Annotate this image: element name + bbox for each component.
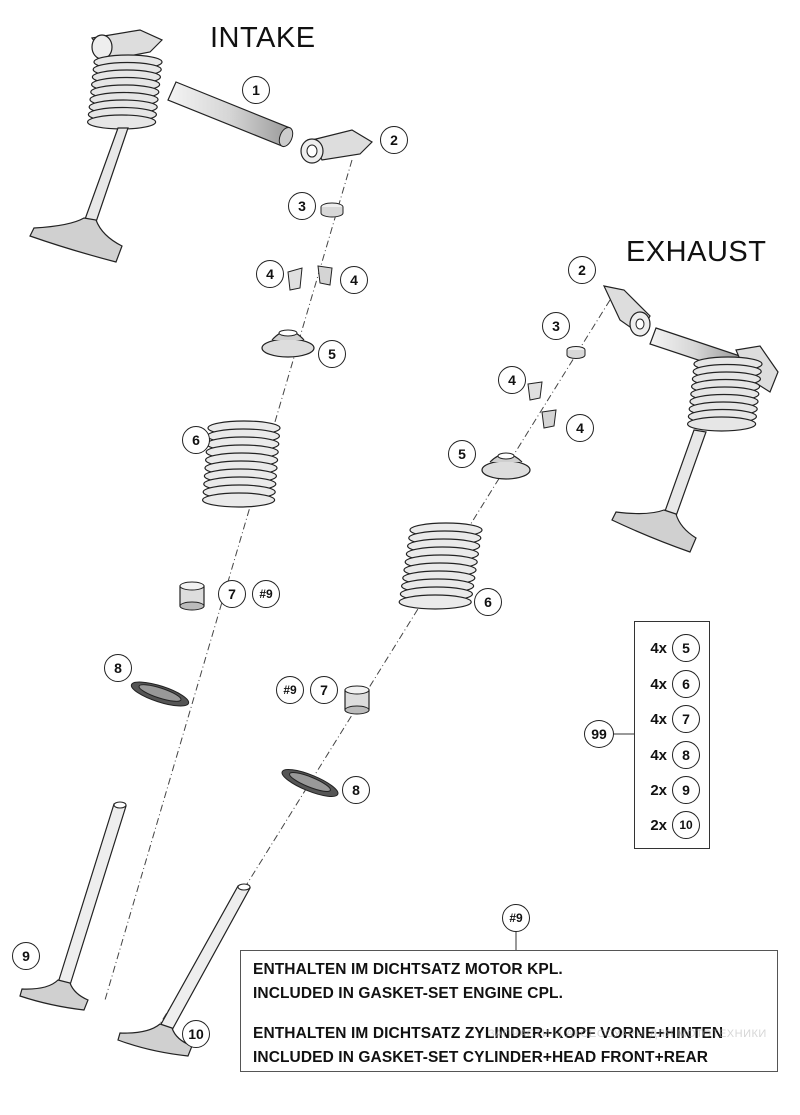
callout-exhaust-6: 6: [474, 588, 502, 616]
kit-part: 7: [672, 705, 700, 733]
note-line-3: ENTHALTEN IM DICHTSATZ ZYLINDER+KOPF VOR…: [253, 1025, 724, 1042]
intake-valve-cap: [320, 202, 344, 218]
leader-lines: [515, 733, 634, 950]
note-line-1: ENTHALTEN IM DICHTSATZ MOTOR KPL.: [253, 961, 563, 978]
gasket-note-box: ENTHALTEN IM DICHTSATZ MOTOR KPL. INCLUD…: [240, 950, 778, 1072]
callout-intake-8: 8: [104, 654, 132, 682]
callout-exhaust-3: 3: [542, 312, 570, 340]
intake-spring-seat: [130, 681, 190, 707]
kit-qty: 2x: [650, 816, 667, 834]
callout-exhaust-2: 2: [568, 256, 596, 284]
kit-row: 4x 8: [641, 741, 703, 769]
callout-intake-2: 2: [380, 126, 408, 154]
kit-part: 9: [672, 776, 700, 804]
exhaust-rocker-arm: [602, 285, 651, 337]
callout-intake-1: 1: [242, 76, 270, 104]
intake-title: INTAKE: [210, 22, 316, 54]
kit-row: 4x 7: [641, 705, 703, 733]
kit-part: 5: [672, 634, 700, 662]
callout-intake-ref9: #9: [252, 580, 280, 608]
kit-part: 6: [672, 670, 700, 698]
spring-coil: [686, 416, 757, 432]
intake-valve: [19, 801, 127, 1011]
callout-exhaust-8: 8: [342, 776, 370, 804]
kit-part: 8: [672, 741, 700, 769]
kit-row: 2x 9: [641, 776, 703, 804]
kit-row: 4x 6: [641, 670, 703, 698]
callout-exhaust-5: 5: [448, 440, 476, 468]
kit-row: 2x 10: [641, 811, 703, 839]
rocker-shaft: [167, 81, 294, 148]
intake-assembled-valve: [29, 29, 294, 263]
callout-intake-4a: 4: [256, 260, 284, 288]
callout-intake-5: 5: [318, 340, 346, 368]
kit-qty: 4x: [650, 675, 667, 693]
kit-part: 10: [672, 811, 700, 839]
spring-coil: [86, 114, 157, 130]
callout-intake-9: 9: [12, 942, 40, 970]
callout-exhaust-ref9: #9: [276, 676, 304, 704]
callout-intake-7: 7: [218, 580, 246, 608]
kit-qty: 2x: [650, 781, 667, 799]
kit-qty: 4x: [650, 746, 667, 764]
callout-intake-4b: 4: [340, 266, 368, 294]
exhaust-title: EXHAUST: [626, 236, 767, 268]
exhaust-valve-cap: [566, 346, 586, 359]
note-line-4: INCLUDED IN GASKET-SET CYLINDER+HEAD FRO…: [253, 1049, 709, 1066]
intake-rocker-arm: [300, 129, 373, 164]
callout-exhaust-4a: 4: [498, 366, 526, 394]
kit-qty: 4x: [650, 710, 667, 728]
callout-exhaust-10: 10: [182, 1020, 210, 1048]
exhaust-spring-retainer: [481, 452, 531, 480]
kit-row: 4x 5: [641, 634, 703, 662]
callout-note-ref9: #9: [502, 904, 530, 932]
note-line-2: INCLUDED IN GASKET-SET ENGINE CPL.: [253, 985, 563, 1002]
exhaust-axis-line: [149, 299, 611, 1041]
exhaust-valve-stem-seal: [344, 685, 370, 715]
exhaust-valve: [117, 883, 251, 1057]
callout-intake-3: 3: [288, 192, 316, 220]
exhaust-valve-spring: [398, 522, 483, 610]
exhaust-spring-seat: [281, 769, 339, 797]
intake-valve-stem-seal: [179, 581, 205, 611]
exhaust-valve-collets: [527, 381, 557, 429]
intake-valve-spring: [202, 420, 281, 508]
watermark-text: ЗАПЧАСТИ И АКСЕССУАРЫ ДЛЯ МОТОТЕХНИКИ: [488, 1028, 767, 1040]
callout-exhaust-7: 7: [310, 676, 338, 704]
kit-qty: 4x: [650, 639, 667, 657]
spring-coil: [202, 492, 276, 508]
callout-exhaust-4b: 4: [566, 414, 594, 442]
callout-intake-6: 6: [182, 426, 210, 454]
intake-valve-collets: [287, 265, 333, 291]
exhaust-assembled-valve: [611, 327, 779, 553]
gasket-kit-table: 4x 5 4x 6 4x 7 4x 8 2x 9 2x 10: [634, 621, 710, 849]
spring-coil: [398, 594, 472, 610]
intake-spring-retainer: [261, 329, 315, 358]
callout-kit-99: 99: [584, 720, 614, 748]
